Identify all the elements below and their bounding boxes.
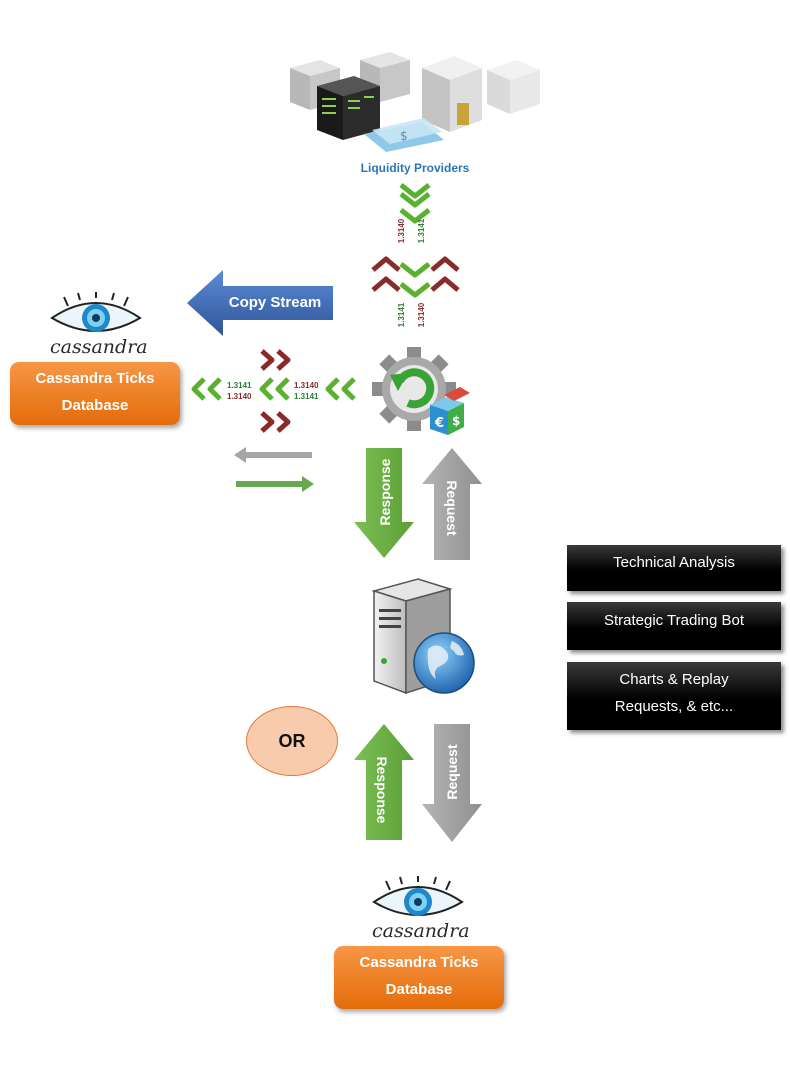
cassandra-eye-logo-left	[50, 292, 142, 332]
db-left-line1: Cassandra Ticks	[35, 370, 155, 387]
or-circle: OR	[246, 706, 338, 776]
tick-top-left: 1.3140	[397, 218, 407, 244]
upper-response-arrow	[354, 448, 414, 558]
incoming-stream-chevrons	[399, 183, 431, 298]
left-green-chevrons-b	[259, 377, 290, 401]
tick-mid-right: 1.3140	[417, 302, 427, 328]
left-red-chevrons-bottom	[260, 411, 291, 433]
liquidity-providers-label: Liquidity Providers	[360, 161, 470, 175]
db-bottom-line1: Cassandra Ticks	[359, 954, 479, 971]
tick-top-right: 1.3141	[417, 218, 427, 244]
tick-left-a-top: 1.3141	[227, 381, 252, 390]
strategic-trading-bot-label: Strategic Trading Bot	[603, 612, 745, 629]
db-bottom-line2: Database	[385, 981, 453, 998]
cassandra-ticks-database-bottom: Cassandra Ticks Database	[334, 946, 504, 1009]
service-strategic-trading-bot: Strategic Trading Bot	[567, 602, 781, 650]
cassandra-logo-text-left: cassandra	[50, 336, 148, 358]
cassandra-ticks-database-left: Cassandra Ticks Database	[10, 362, 180, 425]
left-green-chevrons-a	[191, 377, 222, 401]
tick-left-a-bottom: 1.3140	[227, 392, 252, 401]
tick-left-b-top: 1.3140	[294, 381, 319, 390]
lower-request-label: Request	[444, 744, 460, 800]
db-left-line2: Database	[61, 397, 129, 414]
copy-stream-label: Copy Stream	[228, 294, 322, 311]
svg-text:€: €	[434, 416, 444, 431]
or-label: OR	[278, 730, 306, 751]
bidirectional-arrows	[234, 447, 314, 492]
upper-response-label: Response	[377, 458, 393, 526]
lower-response-label: Response	[374, 756, 390, 824]
server-globe-icon	[371, 578, 475, 695]
liquidity-providers-illustration: $	[272, 48, 562, 160]
tick-left-b-bottom: 1.3141	[294, 392, 319, 401]
cassandra-eye-logo-bottom	[372, 876, 464, 916]
upper-request-label: Request	[444, 480, 460, 536]
tick-mid-left: 1.3141	[397, 302, 407, 328]
service-charts-replay: Charts & Replay Requests, & etc...	[567, 662, 781, 730]
outgoing-chevrons-right	[430, 256, 460, 292]
charts-replay-line2: Requests, & etc...	[614, 698, 734, 715]
lower-request-arrow	[422, 724, 482, 842]
gear-processing-icon: € $	[372, 347, 470, 435]
lower-response-arrow	[354, 724, 414, 840]
cassandra-logo-text-bottom: cassandra	[372, 920, 470, 942]
technical-analysis-label: Technical Analysis	[613, 554, 735, 571]
outgoing-chevrons-left	[371, 256, 401, 292]
left-green-chevrons-c	[325, 377, 356, 401]
copy-stream-arrow: Copy Stream	[185, 268, 337, 338]
svg-text:$: $	[452, 414, 460, 428]
service-technical-analysis: Technical Analysis	[567, 545, 781, 591]
charts-replay-line1: Charts & Replay	[619, 671, 729, 688]
left-red-chevrons-top	[260, 349, 291, 371]
svg-text:$: $	[400, 129, 408, 143]
upper-request-arrow	[422, 448, 482, 560]
